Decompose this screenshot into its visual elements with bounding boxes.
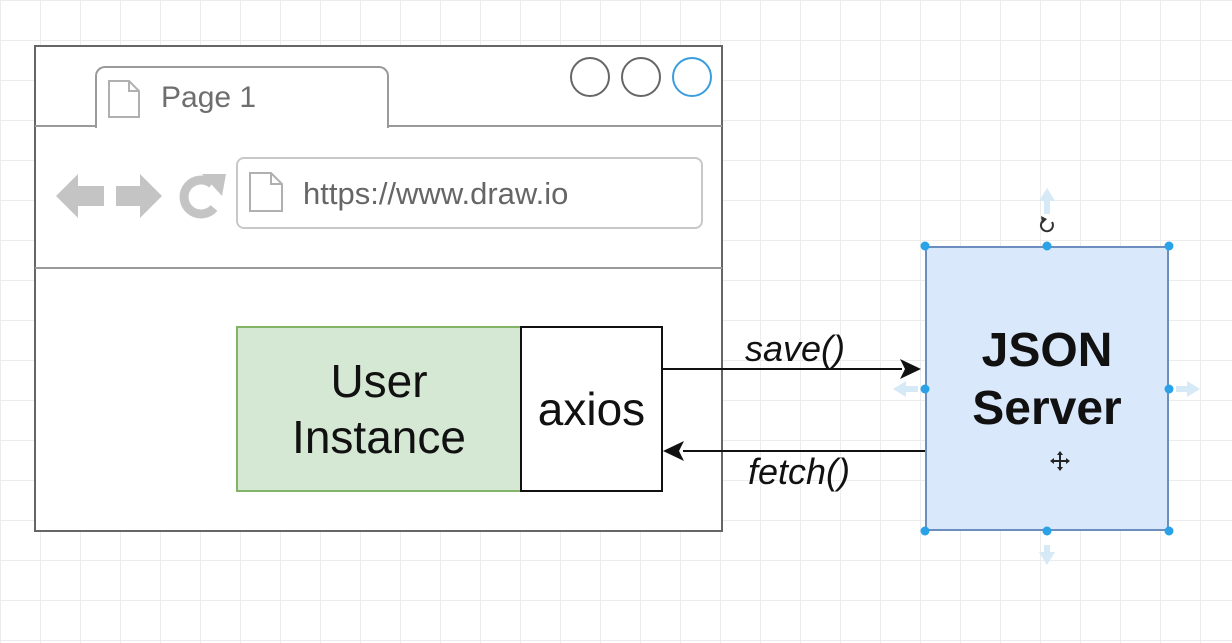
window-control-circle[interactable] bbox=[621, 57, 661, 97]
resize-handle[interactable] bbox=[920, 384, 930, 394]
document-icon bbox=[249, 172, 283, 212]
json-server-box[interactable]: JSON Server bbox=[925, 246, 1169, 531]
save-arrow[interactable] bbox=[663, 359, 921, 379]
content-divider bbox=[35, 267, 722, 269]
url-text[interactable]: https://www.draw.io bbox=[303, 176, 569, 211]
save-label: save() bbox=[745, 328, 846, 369]
navigation-icons bbox=[56, 174, 226, 219]
resize-handle[interactable] bbox=[920, 241, 930, 251]
window-control-circle[interactable] bbox=[672, 57, 712, 97]
resize-handle[interactable] bbox=[1164, 241, 1174, 251]
axios-box[interactable]: axios bbox=[520, 326, 663, 492]
hover-arrow-left-icon[interactable] bbox=[893, 381, 918, 397]
refresh-icon[interactable] bbox=[179, 174, 226, 219]
hover-arrow-down-icon[interactable] bbox=[1039, 545, 1055, 565]
axios-label: axios bbox=[537, 383, 646, 435]
fetch-arrow[interactable] bbox=[663, 441, 925, 461]
user-instance-box[interactable]: User Instance bbox=[236, 326, 522, 492]
browser-tab[interactable] bbox=[95, 66, 389, 128]
window-control-circle[interactable] bbox=[570, 57, 610, 97]
move-icon[interactable] bbox=[1050, 451, 1070, 471]
resize-handle[interactable] bbox=[1164, 384, 1174, 394]
rotate-icon[interactable] bbox=[1039, 216, 1054, 233]
forward-arrow-icon[interactable] bbox=[116, 174, 162, 218]
back-arrow-icon[interactable] bbox=[56, 174, 104, 218]
url-bar[interactable] bbox=[236, 157, 703, 229]
fetch-label: fetch() bbox=[748, 451, 851, 492]
tab-title: Page 1 bbox=[161, 81, 257, 114]
resize-handle[interactable] bbox=[1042, 241, 1052, 251]
resize-handle[interactable] bbox=[1042, 526, 1052, 536]
hover-arrow-right-icon[interactable] bbox=[1176, 381, 1200, 397]
hover-arrow-up-icon[interactable] bbox=[1039, 188, 1055, 214]
json-server-label: JSON Server bbox=[972, 323, 1122, 435]
resize-handle[interactable] bbox=[1164, 526, 1174, 536]
resize-handle[interactable] bbox=[920, 526, 930, 536]
document-icon bbox=[108, 80, 140, 118]
user-instance-label: User Instance bbox=[292, 355, 466, 463]
